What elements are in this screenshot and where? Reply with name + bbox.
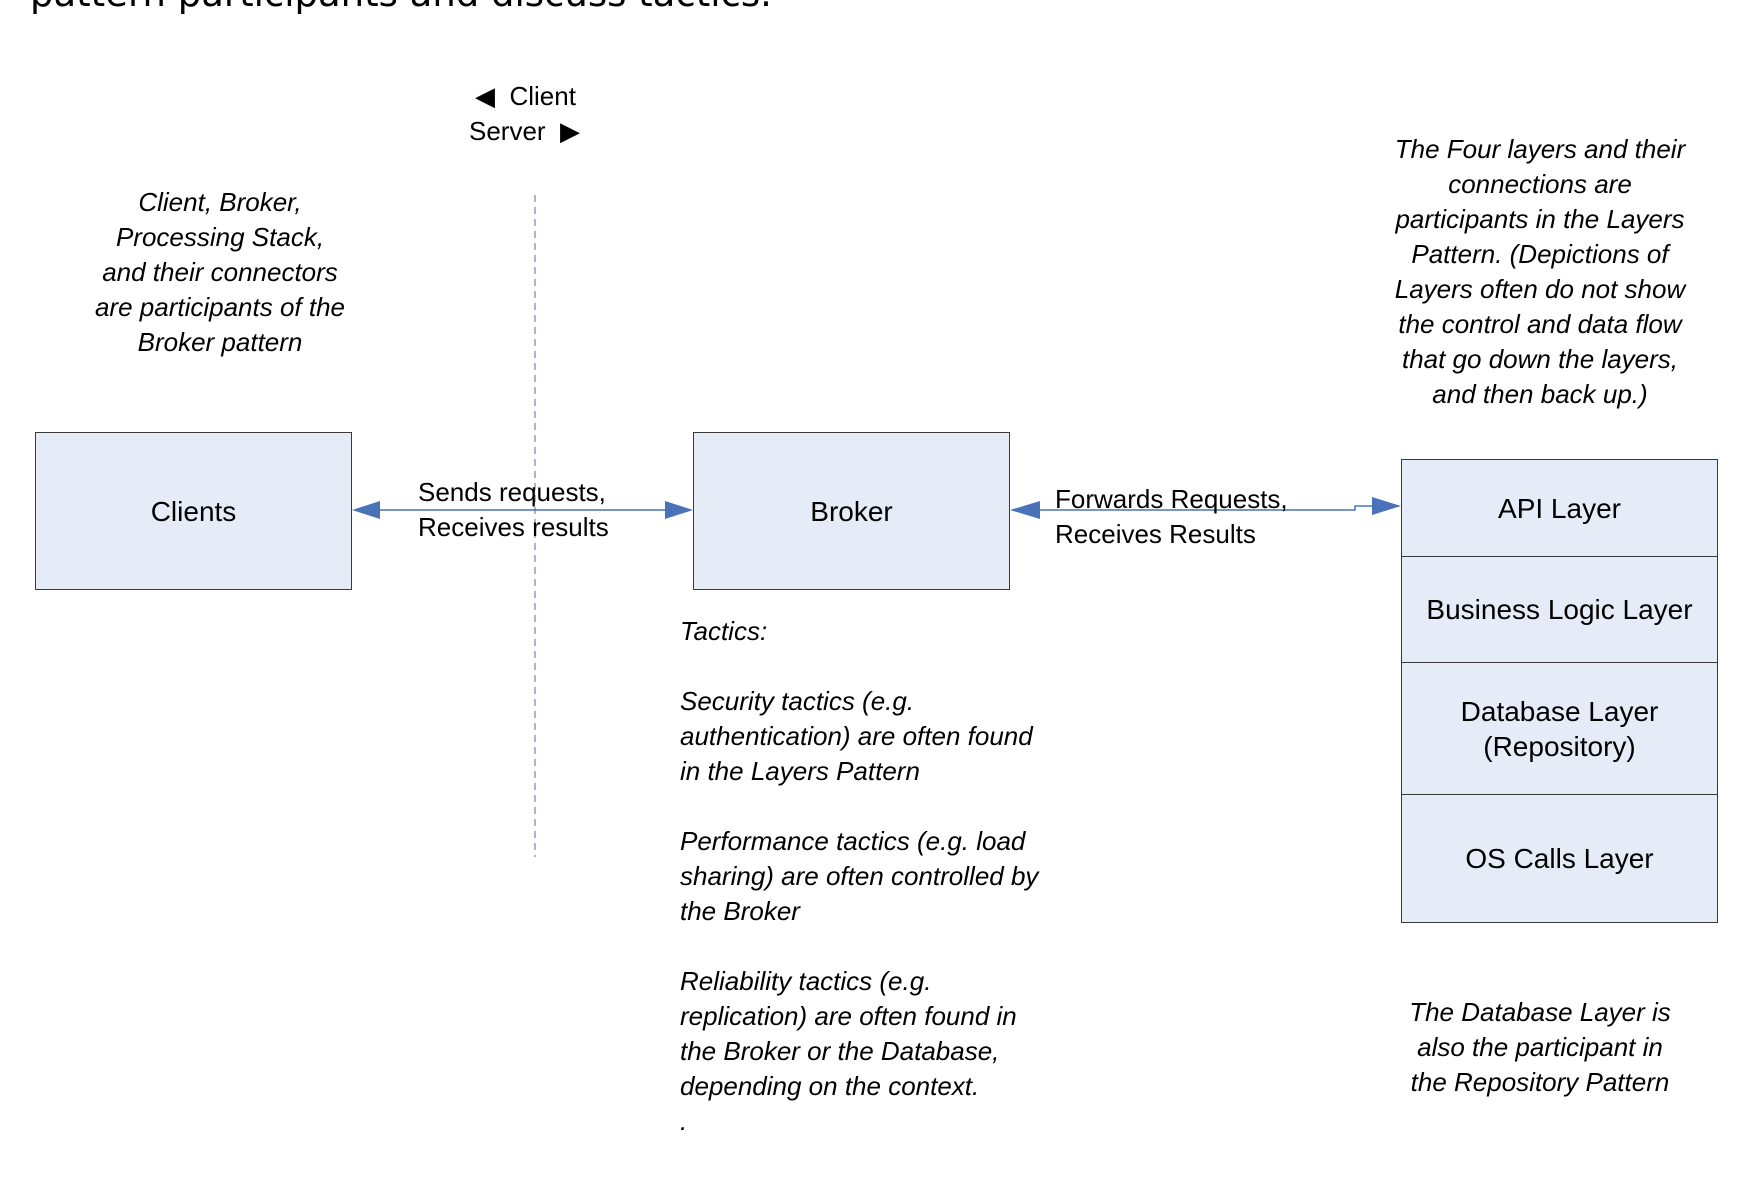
repository-pattern-note: The Database Layer is also the participa… (1360, 995, 1720, 1100)
clients-broker-connector-label: Sends requests, Receives results (418, 475, 609, 545)
tactics-section: Tactics: Security tactics (e.g. authenti… (680, 614, 1120, 1139)
connector-label-line: Sends requests, (418, 477, 606, 507)
tactic-line: the Broker (680, 896, 800, 926)
clients-label: Clients (150, 495, 237, 527)
note-line: Layers often do not show (1394, 274, 1686, 304)
tactic-line: Performance tactics (e.g. load (680, 826, 1026, 856)
note-line: Broker pattern (137, 327, 303, 357)
broker-label: Broker (810, 495, 893, 527)
connector-label-line: Receives results (418, 512, 609, 542)
layer-label: API Layer (1498, 492, 1621, 524)
note-line: and then back up.) (1432, 379, 1648, 409)
note-line: participants in the Layers (1395, 204, 1685, 234)
tactics-title: Tactics: (680, 616, 768, 646)
note-line: also the participant in (1417, 1032, 1663, 1062)
layers-stack: API Layer Business Logic Layer Database … (1401, 459, 1718, 923)
tactic-item: Security tactics (e.g. authentication) a… (680, 684, 1120, 789)
os-calls-layer: OS Calls Layer (1402, 794, 1717, 921)
layer-label: Business Logic Layer (1426, 594, 1693, 625)
tactic-item: Performance tactics (e.g. load sharing) … (680, 824, 1120, 929)
layer-label: Database Layer (1460, 695, 1659, 727)
tactic-item: Reliability tactics (e.g. replication) a… (680, 964, 1120, 1104)
client-side-label: ◀ Client (475, 79, 576, 114)
note-line: connections are (1448, 169, 1632, 199)
note-line: are participants of the (94, 292, 346, 322)
note-line: Pattern. (Depictions of (1411, 239, 1669, 269)
right-arrow-icon: ▶ (560, 116, 581, 146)
clients-box: Clients (35, 432, 352, 590)
note-line: Client, Broker, (138, 187, 302, 217)
left-arrow-icon: ◀ (475, 81, 495, 111)
connector-label-line: Receives Results (1055, 519, 1256, 549)
broker-layers-connector (1040, 505, 1372, 511)
connector-label-line: Forwards Requests, (1055, 484, 1288, 514)
layers-pattern-note: The Four layers and their connections ar… (1340, 132, 1740, 412)
note-line: that go down the layers, (1401, 344, 1679, 374)
tactic-line: Reliability tactics (e.g. (680, 966, 932, 996)
broker-layers-connector-label: Forwards Requests, Receives Results (1055, 482, 1288, 552)
server-side-text: Server (469, 116, 546, 146)
broker-pattern-note: Client, Broker, Processing Stack, and th… (60, 185, 380, 360)
note-line: The Four layers and their (1394, 134, 1686, 164)
broker-box: Broker (693, 432, 1010, 590)
arrowhead-right-icon (1372, 497, 1401, 515)
tactic-line: the Broker or the Database, (680, 1036, 1000, 1066)
arrowhead-left-icon (1010, 501, 1040, 519)
note-line: the Repository Pattern (1410, 1067, 1670, 1097)
tactic-line: Security tactics (e.g. (680, 686, 915, 716)
layer-label: OS Calls Layer (1465, 842, 1654, 874)
database-layer: Database Layer (Repository) (1402, 662, 1717, 794)
server-side-label: Server ▶ (469, 114, 580, 149)
tactic-line: authentication) are often found (680, 721, 1033, 751)
api-layer: API Layer (1402, 460, 1717, 556)
note-line: the control and data flow (1398, 309, 1682, 339)
business-logic-layer: Business Logic Layer (1402, 556, 1717, 662)
client-side-text: Client (509, 81, 576, 111)
layer-label: (Repository) (1483, 730, 1636, 762)
note-line: and their connectors (102, 257, 338, 287)
page-heading: pattern participants and discuss tactics… (30, 0, 772, 15)
tactic-line: in the Layers Pattern (680, 756, 920, 786)
tactics-trailing-dot: . (680, 1106, 688, 1136)
note-line: The Database Layer is (1409, 997, 1671, 1027)
tactic-line: sharing) are often controlled by (680, 861, 1039, 891)
tactic-line: depending on the context. (680, 1071, 980, 1101)
tactic-line: replication) are often found in (680, 1001, 1017, 1031)
arrowhead-left-icon (352, 501, 380, 519)
note-line: Processing Stack, (115, 222, 325, 252)
arrowhead-right-icon (665, 501, 693, 519)
